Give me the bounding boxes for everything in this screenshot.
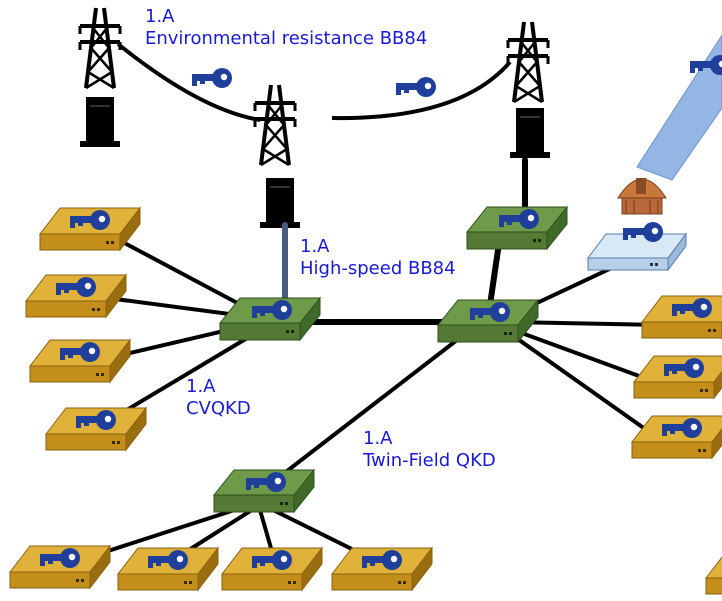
transmission-tower-icon bbox=[253, 83, 297, 167]
key-icon bbox=[192, 68, 232, 88]
user-device bbox=[40, 208, 140, 250]
terminal-box bbox=[510, 108, 550, 158]
user-device bbox=[30, 340, 130, 382]
user-device bbox=[222, 548, 322, 590]
user-device bbox=[632, 416, 722, 458]
switch-node bbox=[467, 207, 567, 249]
user-device bbox=[706, 552, 722, 594]
label-line: 1.A bbox=[300, 236, 330, 257]
transmission-tower-icon bbox=[506, 20, 550, 104]
label-cvqkd: 1.A CVQKD bbox=[186, 376, 251, 420]
switch-node bbox=[214, 470, 314, 512]
satellite-beam-icon bbox=[636, 34, 722, 181]
terminal-box bbox=[260, 178, 300, 228]
label-high-speed-bb84: 1.A High-speed BB84 bbox=[300, 236, 456, 280]
label-line: Environmental resistance BB84 bbox=[145, 28, 428, 49]
label-line: CVQKD bbox=[186, 398, 251, 419]
user-device bbox=[634, 356, 722, 398]
label-line: 1.A bbox=[363, 428, 393, 449]
power-line-right bbox=[331, 60, 512, 121]
transmission-tower-icon bbox=[78, 6, 122, 90]
user-device bbox=[46, 408, 146, 450]
satellite-ground-station bbox=[587, 178, 687, 272]
fiber-links bbox=[78, 157, 662, 564]
user-device bbox=[10, 546, 110, 588]
label-environmental-bb84: 1.A Environmental resistance BB84 bbox=[145, 6, 427, 50]
key-icon bbox=[396, 77, 436, 97]
switch-node bbox=[438, 300, 538, 342]
user-device bbox=[118, 548, 218, 590]
terminal-box bbox=[80, 97, 120, 147]
user-device bbox=[26, 275, 126, 317]
user-device bbox=[642, 296, 722, 338]
power-line-left bbox=[116, 42, 261, 122]
label-line: 1.A bbox=[186, 376, 216, 397]
telescope-dome-icon bbox=[617, 178, 667, 215]
label-twin-field-qkd: 1.A Twin-Field QKD bbox=[363, 428, 496, 472]
switch-node bbox=[220, 298, 320, 340]
user-device bbox=[332, 548, 432, 590]
label-line: High-speed BB84 bbox=[300, 258, 456, 279]
label-line: 1.A bbox=[145, 6, 175, 27]
label-line: Twin-Field QKD bbox=[363, 450, 496, 471]
